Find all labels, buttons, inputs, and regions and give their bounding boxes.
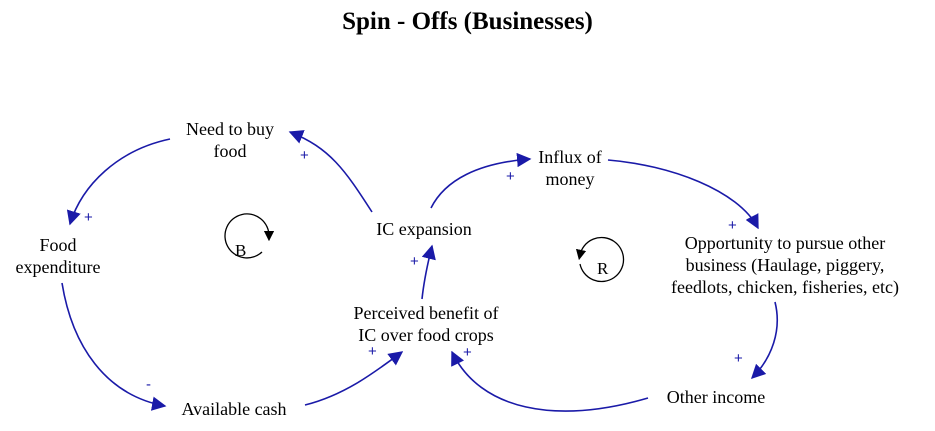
polarity-other-income-to-benefit: + [463, 344, 472, 361]
node-ic-expansion: IC expansion [376, 219, 472, 239]
link-influx-of-money-to-opportunity [607, 159, 759, 230]
loop-r-label: R [597, 259, 609, 278]
link-perceived-benefit-to-ic-expansion [421, 244, 436, 300]
node-influx-of-money: Influx of money [538, 147, 602, 189]
polarity-ic-to-need: + [300, 147, 309, 164]
link-ic-expansion-to-need-to-buy-food [288, 130, 373, 213]
link-need-to-buy-food-to-food-expenditure [66, 138, 171, 226]
polarity-influx-to-opportunity: + [728, 217, 737, 234]
polarity-benefit-to-ic: + [410, 253, 419, 270]
loop-b-symbol [224, 213, 275, 259]
node-perceived-benefit: Perceived benefit of IC over food crops [353, 303, 499, 345]
node-need-to-buy-food: Need to buy food [186, 119, 274, 161]
link-opportunity-to-other-income [750, 301, 779, 380]
link-ic-expansion-to-influx-of-money [430, 152, 532, 209]
link-food-expenditure-to-available-cash [61, 282, 167, 411]
polarity-opportunity-to-other-income: + [734, 350, 743, 367]
polarity-ic-to-influx: + [506, 168, 515, 185]
loop-b-label: B [235, 241, 246, 260]
node-available-cash: Available cash [181, 399, 287, 419]
diagram-title: Spin - Offs (Businesses) [342, 8, 593, 35]
node-opportunity: Opportunity to pursue other business (Ha… [671, 233, 899, 297]
node-other-income: Other income [666, 387, 766, 407]
polarity-cash-to-benefit: + [368, 343, 377, 360]
link-other-income-to-perceived-benefit [451, 350, 649, 412]
loop-r-symbol [575, 236, 625, 283]
link-available-cash-to-perceived-benefit [304, 351, 404, 406]
polarity-need-to-expenditure: + [84, 209, 93, 226]
polarity-expenditure-to-cash: - [146, 376, 151, 393]
node-food-expenditure: Food expenditure [15, 235, 101, 277]
